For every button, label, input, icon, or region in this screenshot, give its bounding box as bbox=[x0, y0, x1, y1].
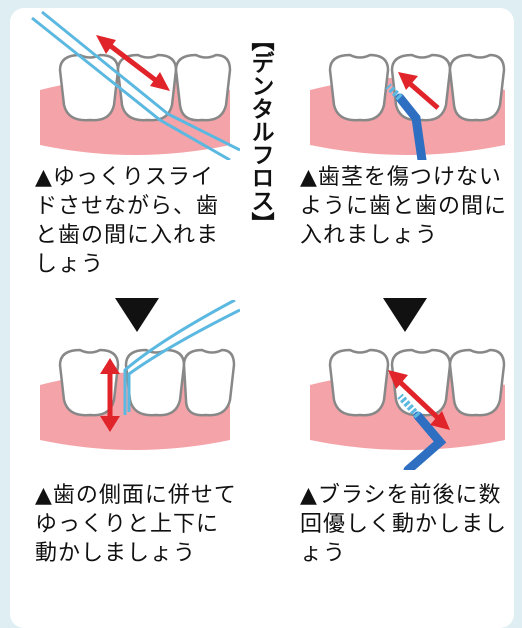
step1-caption: ▲ゆっくりスライドさせながら、歯と歯の間に入れましょう bbox=[35, 165, 220, 277]
page-title: 【デンタルフロス】 bbox=[247, 28, 273, 235]
double-arrow-icon bbox=[96, 35, 170, 91]
down-arrow-icon bbox=[115, 298, 159, 332]
floss-icon bbox=[31, 10, 240, 160]
interdental-brush-icon bbox=[397, 393, 447, 470]
floss-icon bbox=[123, 300, 240, 415]
double-arrow-icon bbox=[388, 370, 450, 430]
teeth-icon bbox=[328, 348, 506, 417]
step4-brush-back-forth-illustration bbox=[310, 348, 506, 470]
step2-insert-illustration bbox=[310, 53, 506, 160]
arrow-icon bbox=[398, 72, 440, 110]
down-arrow-icon bbox=[383, 298, 427, 332]
teeth-icon bbox=[58, 348, 236, 417]
step1-floss-slide-illustration bbox=[31, 10, 240, 160]
teeth-icon bbox=[58, 53, 232, 122]
step2-caption: ▲歯茎を傷つけないように歯と歯の間に入れましょう bbox=[300, 165, 508, 248]
step4-caption: ▲ブラシを前後に数回優しく動かしましょう bbox=[300, 483, 508, 566]
interdental-brush-icon bbox=[385, 83, 427, 160]
double-arrow-icon bbox=[100, 358, 120, 432]
step3-caption: ▲歯の側面に併せてゆっくりと上下に動かしましょう bbox=[35, 483, 237, 566]
step3-up-down-illustration bbox=[40, 300, 240, 450]
